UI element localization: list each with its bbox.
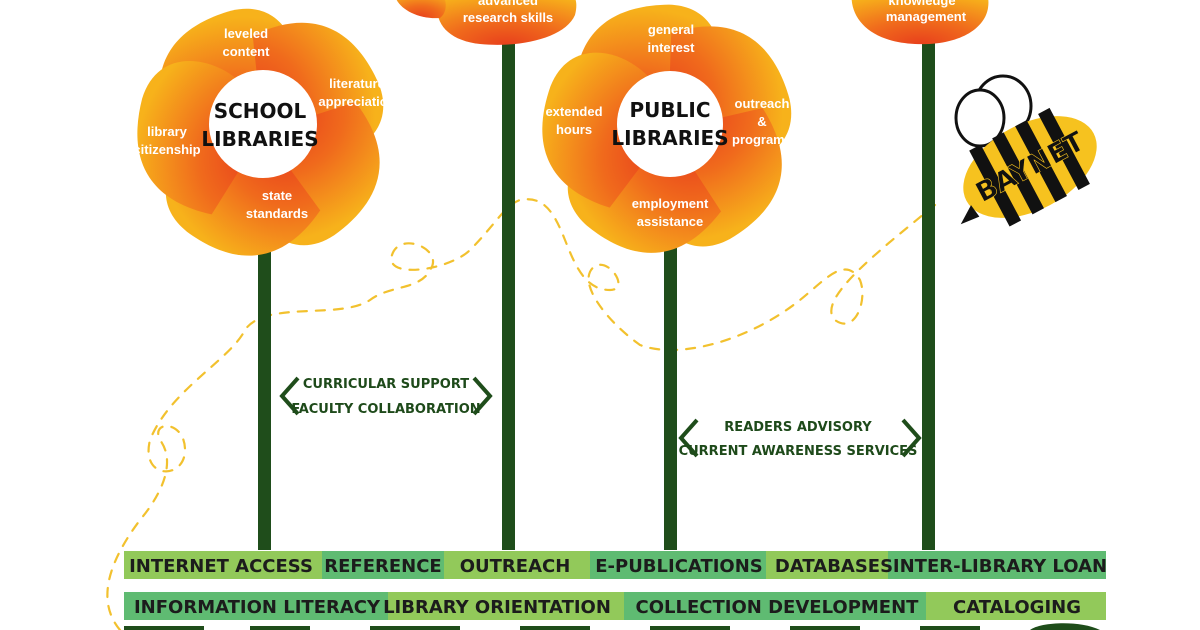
public-petal-general-1: general bbox=[648, 22, 694, 37]
band-information-literacy: INFORMATION LITERACY bbox=[134, 597, 381, 618]
flower-center-school bbox=[209, 70, 317, 178]
public-petal-extended-1: extended bbox=[545, 104, 602, 119]
band-collection-development: COLLECTION DEVELOPMENT bbox=[636, 597, 920, 618]
public-center-line2: LIBRARIES bbox=[611, 126, 728, 150]
school-petal-leveled-2: content bbox=[223, 44, 271, 59]
band-cell bbox=[124, 592, 388, 620]
bracket-public-special: READERS ADVISORY CURRENT AWARENESS SERVI… bbox=[678, 418, 922, 459]
stem-academic bbox=[502, 40, 515, 550]
school-petal-state-2: standards bbox=[246, 206, 308, 221]
band-cell bbox=[444, 551, 590, 579]
school-center-line1: SCHOOL bbox=[214, 99, 307, 123]
school-petal-library-2: citizenship bbox=[133, 142, 200, 157]
special-petal-knowledge: knowledge bbox=[888, 0, 955, 8]
band-databases: DATABASES bbox=[775, 556, 893, 577]
school-petal-library-1: library bbox=[147, 124, 188, 139]
bee-baynet: BAYNET bbox=[954, 74, 1097, 227]
flower-special: knowledge management bbox=[851, 0, 989, 45]
band-row-2: INFORMATION LITERACY LIBRARY ORIENTATION… bbox=[124, 592, 1106, 620]
public-petal-extended-2: hours bbox=[556, 122, 592, 137]
band-row-1: INTERNET ACCESS REFERENCE OUTREACH E-PUB… bbox=[124, 551, 1107, 579]
school-petal-literature-1: literature bbox=[329, 76, 385, 91]
band-cell bbox=[624, 592, 926, 620]
bottom-cropped-lettering bbox=[124, 623, 1100, 630]
band-cell bbox=[388, 592, 624, 620]
band-library-orientation: LIBRARY ORIENTATION bbox=[383, 597, 611, 618]
stem-special bbox=[922, 40, 935, 550]
academic-petal-research: research skills bbox=[463, 10, 553, 25]
bridge-label-curricular: CURRICULAR SUPPORT bbox=[303, 377, 469, 392]
petal-special-bottom bbox=[851, 0, 989, 45]
flower-center-public bbox=[617, 71, 723, 177]
petal-academic-bottom bbox=[436, 0, 577, 45]
band-outreach: OUTREACH bbox=[460, 556, 571, 577]
band-cell bbox=[926, 592, 1106, 620]
public-petal-outreach-3: programs bbox=[732, 132, 792, 147]
stem-school bbox=[258, 240, 271, 550]
band-e-publications: E-PUBLICATIONS bbox=[595, 556, 763, 577]
band-inter-library-loan: INTER-LIBRARY LOAN bbox=[893, 556, 1107, 577]
school-petal-state-1: state bbox=[262, 188, 292, 203]
school-petal-literature-2: appreciation bbox=[318, 94, 395, 109]
public-petal-employment-2: assistance bbox=[637, 214, 704, 229]
school-center-line2: LIBRARIES bbox=[201, 127, 318, 151]
bracket-school-academic: CURRICULAR SUPPORT FACULTY COLLABORATION bbox=[279, 376, 493, 417]
band-cell bbox=[766, 551, 888, 579]
bridge-label-readers: READERS ADVISORY bbox=[724, 420, 872, 435]
special-petal-management: management bbox=[886, 9, 967, 24]
stem-public bbox=[664, 240, 677, 550]
band-reference: REFERENCE bbox=[324, 556, 441, 577]
public-petal-outreach-1: outreach bbox=[735, 96, 790, 111]
petal-academic-left bbox=[396, 0, 446, 19]
public-petal-employment-1: employment bbox=[632, 196, 709, 211]
band-cataloging: CATALOGING bbox=[953, 597, 1081, 618]
school-petal-leveled-1: leveled bbox=[224, 26, 268, 41]
bee-stinger bbox=[960, 205, 980, 225]
flower-public-libraries: PUBLIC LIBRARIES general interest outrea… bbox=[542, 4, 792, 253]
public-center-line1: PUBLIC bbox=[629, 98, 710, 122]
public-petal-outreach-2: & bbox=[757, 114, 766, 129]
bee-flight-trail bbox=[106, 198, 937, 630]
band-cell bbox=[124, 551, 322, 579]
stems bbox=[258, 40, 935, 550]
bridge-label-faculty: FACULTY COLLABORATION bbox=[291, 402, 480, 417]
bridge-label-current-awareness: CURRENT AWARENESS SERVICES bbox=[679, 444, 918, 459]
public-petal-general-2: interest bbox=[648, 40, 696, 55]
flower-academic: advanced research skills bbox=[396, 0, 577, 45]
band-cell bbox=[590, 551, 766, 579]
academic-petal-advanced: advanced bbox=[478, 0, 538, 8]
flower-school-libraries: SCHOOL LIBRARIES leveled content literat… bbox=[133, 8, 396, 256]
band-cell bbox=[322, 551, 444, 579]
band-cell bbox=[888, 551, 1106, 579]
band-internet-access: INTERNET ACCESS bbox=[129, 556, 313, 577]
